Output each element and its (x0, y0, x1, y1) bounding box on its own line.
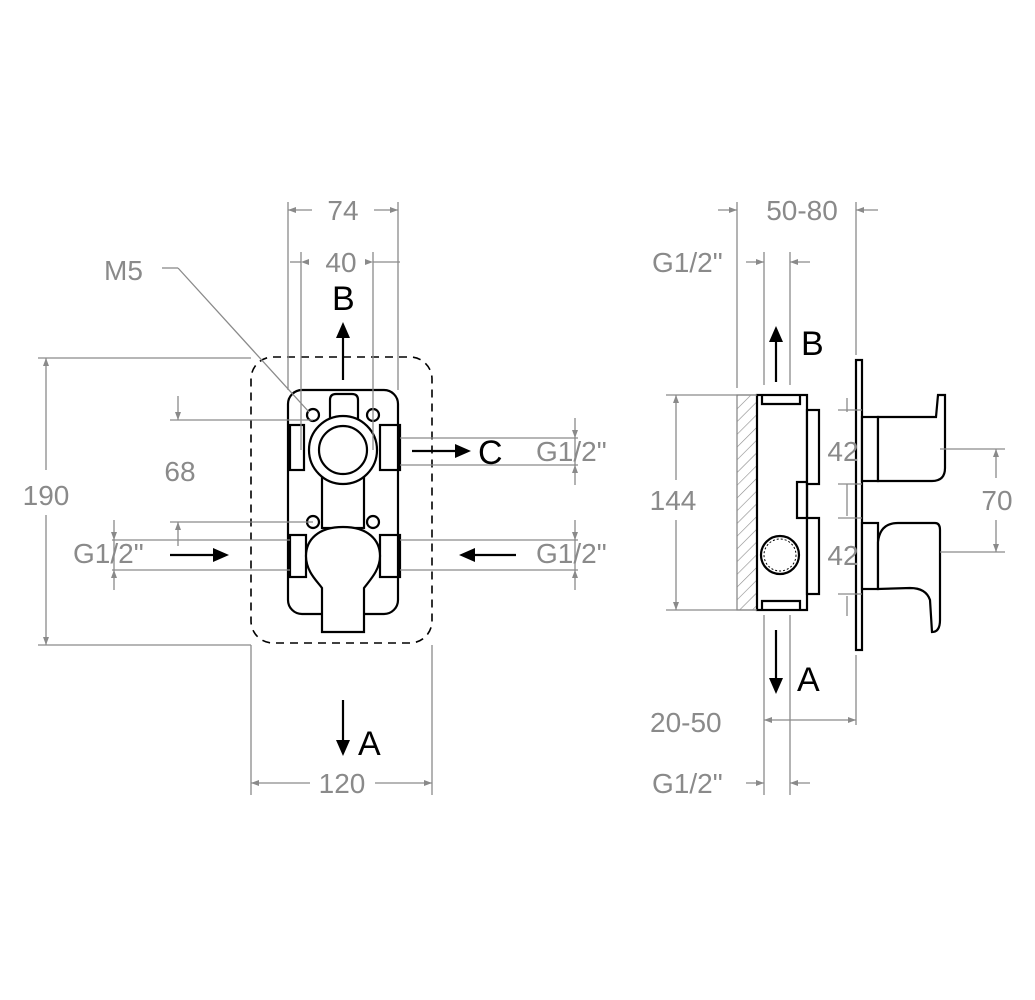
dim-width-inner: 40 (325, 247, 356, 278)
side-view: 50-80 G1/2" 144 42 42 70 20-50 G1/2" (650, 195, 1013, 799)
screw-hole-tl (305, 407, 321, 423)
screw-hole-mr (365, 514, 381, 530)
arrow-a-down (336, 700, 350, 756)
side-valve-body (755, 393, 809, 612)
lower-lever-handle (876, 521, 942, 634)
lower-handle (304, 525, 382, 634)
dim-depth-min: 20-50 (650, 707, 722, 738)
dim-height-body: 144 (650, 485, 697, 516)
side-arrow-b-up (769, 326, 783, 382)
side-port-label-a: A (797, 661, 820, 699)
label-g12-inlet-left: G1/2" (73, 538, 144, 569)
label-g12-side-top: G1/2" (652, 247, 723, 278)
dim-knob-upper: 42 (827, 436, 858, 467)
label-g12-port-c: G1/2" (536, 436, 607, 467)
upper-left-fitting (288, 423, 306, 472)
arrow-b-up (336, 322, 350, 380)
lower-knob-base (860, 521, 880, 591)
dim-height-total: 190 (23, 480, 70, 511)
port-label-a: A (358, 725, 381, 763)
upper-knob-base (860, 415, 880, 483)
arrow-inlet-right (459, 548, 516, 562)
side-mid-fitting (795, 480, 809, 520)
dim-knob-lower: 42 (827, 540, 858, 571)
label-g12-inlet-right: G1/2" (536, 538, 607, 569)
arrow-inlet-left (170, 548, 229, 562)
flange-lower (805, 516, 821, 596)
arrow-c-right (412, 444, 471, 458)
side-port-label-b: B (801, 325, 824, 363)
side-inlet-circle (759, 534, 801, 576)
dim-spacing: 70 (981, 485, 1012, 516)
wall-section (736, 394, 760, 611)
upper-valve-housing (328, 392, 360, 422)
port-label-b: B (332, 280, 355, 318)
dim-height-mid: 68 (164, 456, 195, 487)
flange-upper (805, 408, 821, 486)
upper-valve-ring-inner (317, 424, 369, 476)
front-view: 74 40 190 68 120 M5 G1/2" (23, 195, 607, 799)
label-g12-side-bottom: G1/2" (652, 768, 723, 799)
inlet-left-fitting (288, 533, 308, 579)
upper-knob-handle (876, 393, 947, 483)
dim-width-total: 120 (319, 768, 366, 799)
label-m5: M5 (104, 255, 143, 286)
side-arrow-a-down (769, 630, 783, 694)
wall-plate (854, 358, 864, 652)
port-c-fitting (378, 423, 402, 472)
dim-depth-range: 50-80 (766, 195, 838, 226)
port-label-c: C (478, 434, 503, 472)
dim-width-outer: 74 (327, 195, 358, 226)
